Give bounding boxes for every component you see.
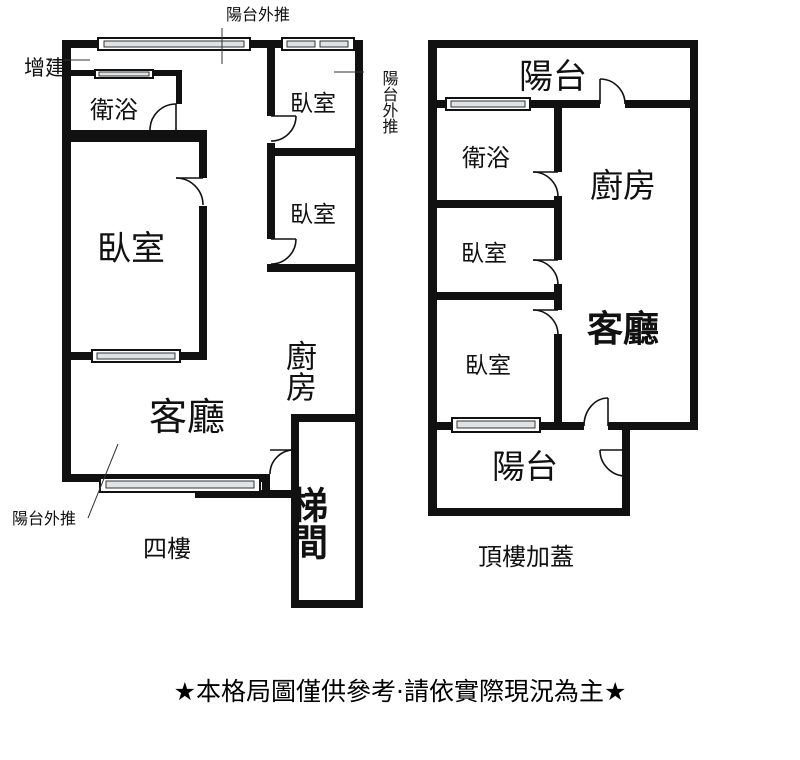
wall bbox=[267, 148, 362, 156]
door bbox=[270, 115, 297, 142]
roof-room-label-bedroom-low: 臥室 bbox=[465, 353, 511, 379]
wall bbox=[622, 422, 630, 516]
door bbox=[532, 171, 559, 197]
window bbox=[97, 37, 251, 51]
wall bbox=[428, 508, 630, 516]
wall bbox=[554, 100, 562, 172]
wall bbox=[62, 130, 207, 142]
wall bbox=[291, 414, 361, 422]
note-balcony-top: 陽台外推 bbox=[226, 5, 290, 24]
room-label-bath: 衛浴 bbox=[90, 96, 138, 124]
window bbox=[281, 37, 355, 51]
room-label-addition: 增建 bbox=[24, 56, 66, 80]
roof-room-label-living: 客廳 bbox=[587, 308, 659, 350]
roof-plan: 陽台 衛浴 廚房 臥室 客廳 臥室 陽台 頂樓加蓋 bbox=[428, 40, 698, 571]
window bbox=[451, 417, 541, 433]
door bbox=[583, 397, 609, 427]
wall bbox=[267, 143, 275, 239]
roof-room-label-bath: 衛浴 bbox=[462, 144, 510, 172]
roof-room-label-bedroom-mid: 臥室 bbox=[461, 241, 507, 267]
disclaimer-caption: ★本格局圖僅供參考·請依實際現況為主★ bbox=[173, 677, 627, 706]
wall bbox=[625, 100, 698, 108]
leader-line bbox=[87, 443, 119, 519]
wall bbox=[355, 40, 363, 608]
room-label-bedroom-big: 臥室 bbox=[97, 229, 165, 269]
door bbox=[149, 103, 177, 131]
wall bbox=[176, 70, 182, 104]
door bbox=[532, 309, 559, 335]
wall bbox=[267, 264, 362, 272]
wall bbox=[428, 40, 698, 48]
wall bbox=[428, 40, 437, 515]
note-balcony-bottom: 陽台外推 bbox=[12, 509, 76, 528]
wall bbox=[199, 206, 207, 358]
window bbox=[445, 97, 531, 111]
door bbox=[175, 177, 204, 206]
floor-label-4f: 四樓 bbox=[143, 535, 191, 563]
wall bbox=[690, 40, 698, 430]
wall bbox=[62, 40, 71, 480]
wall bbox=[428, 292, 562, 300]
wall bbox=[291, 600, 361, 608]
wall bbox=[554, 196, 562, 260]
window bbox=[99, 477, 261, 493]
wall bbox=[291, 414, 299, 608]
room-label-bedroom-top: 臥室 bbox=[290, 91, 336, 117]
wall bbox=[428, 200, 562, 208]
wall bbox=[608, 422, 698, 430]
room-label-kitchen: 廚房 bbox=[280, 340, 317, 402]
roof-room-label-balcony-bottom: 陽台 bbox=[492, 447, 558, 486]
door bbox=[599, 78, 626, 105]
door bbox=[599, 449, 627, 477]
note-balcony-right: 陽台外推 bbox=[380, 70, 399, 134]
roof-room-label-balcony-top: 陽台 bbox=[519, 57, 587, 97]
wall bbox=[554, 334, 562, 430]
wall bbox=[267, 40, 275, 116]
wall bbox=[262, 474, 270, 498]
floor-label-roof: 頂樓加蓋 bbox=[478, 543, 574, 571]
floor-4-plan: 增建 衛浴 臥室 臥室 臥室 廚房 客廳 梯間 陽台外推 陽台外推 陽台外推 四… bbox=[12, 5, 399, 608]
room-label-living: 客廳 bbox=[149, 395, 225, 439]
wall bbox=[199, 130, 207, 178]
window bbox=[94, 69, 154, 79]
roof-room-label-kitchen: 廚房 bbox=[590, 166, 656, 205]
door bbox=[270, 238, 297, 265]
door bbox=[532, 259, 559, 285]
door bbox=[269, 449, 296, 475]
window bbox=[91, 349, 181, 363]
wall bbox=[195, 490, 291, 498]
floor-plan: 增建 衛浴 臥室 臥室 臥室 廚房 客廳 梯間 陽台外推 陽台外推 陽台外推 四… bbox=[12, 5, 698, 608]
room-label-stair: 梯間 bbox=[285, 486, 329, 560]
room-label-bedroom-mid: 臥室 bbox=[290, 202, 336, 228]
